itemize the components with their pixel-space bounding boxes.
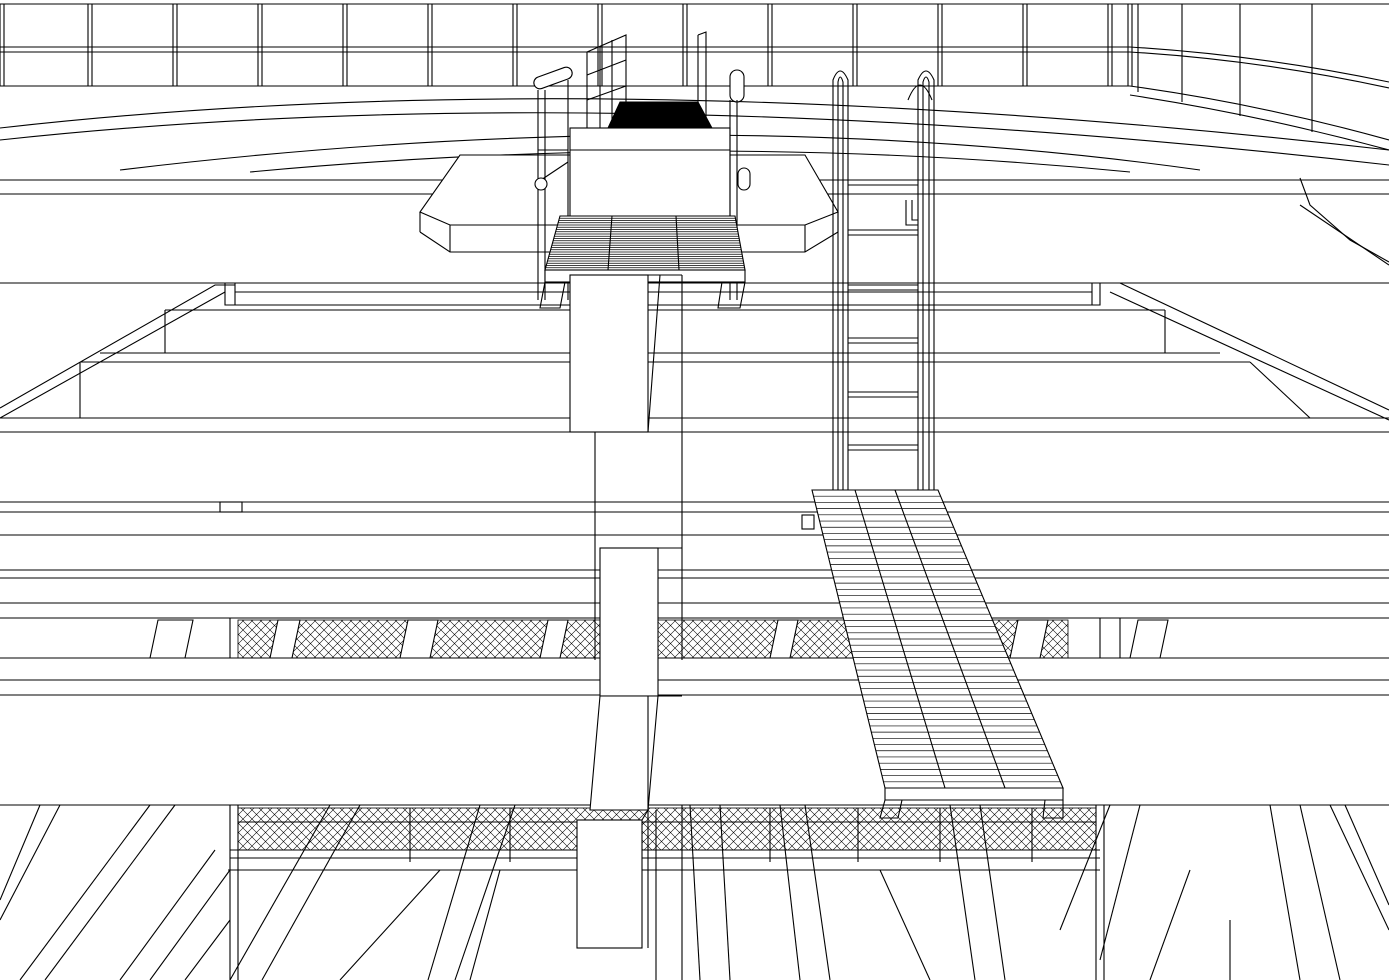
mesh-panels-lower bbox=[228, 805, 1105, 980]
top-railing bbox=[0, 3, 1389, 151]
upper-grating-walkway bbox=[539, 215, 746, 309]
lower-grating-walkway bbox=[801, 489, 1064, 819]
floor-joists bbox=[0, 804, 1389, 980]
main-cross-beam bbox=[0, 679, 1389, 806]
side-braces bbox=[0, 282, 1389, 421]
mesh-panels-upper bbox=[0, 618, 1389, 659]
central-platform bbox=[419, 101, 839, 253]
central-column bbox=[569, 274, 683, 980]
steel-beams bbox=[0, 282, 1389, 619]
